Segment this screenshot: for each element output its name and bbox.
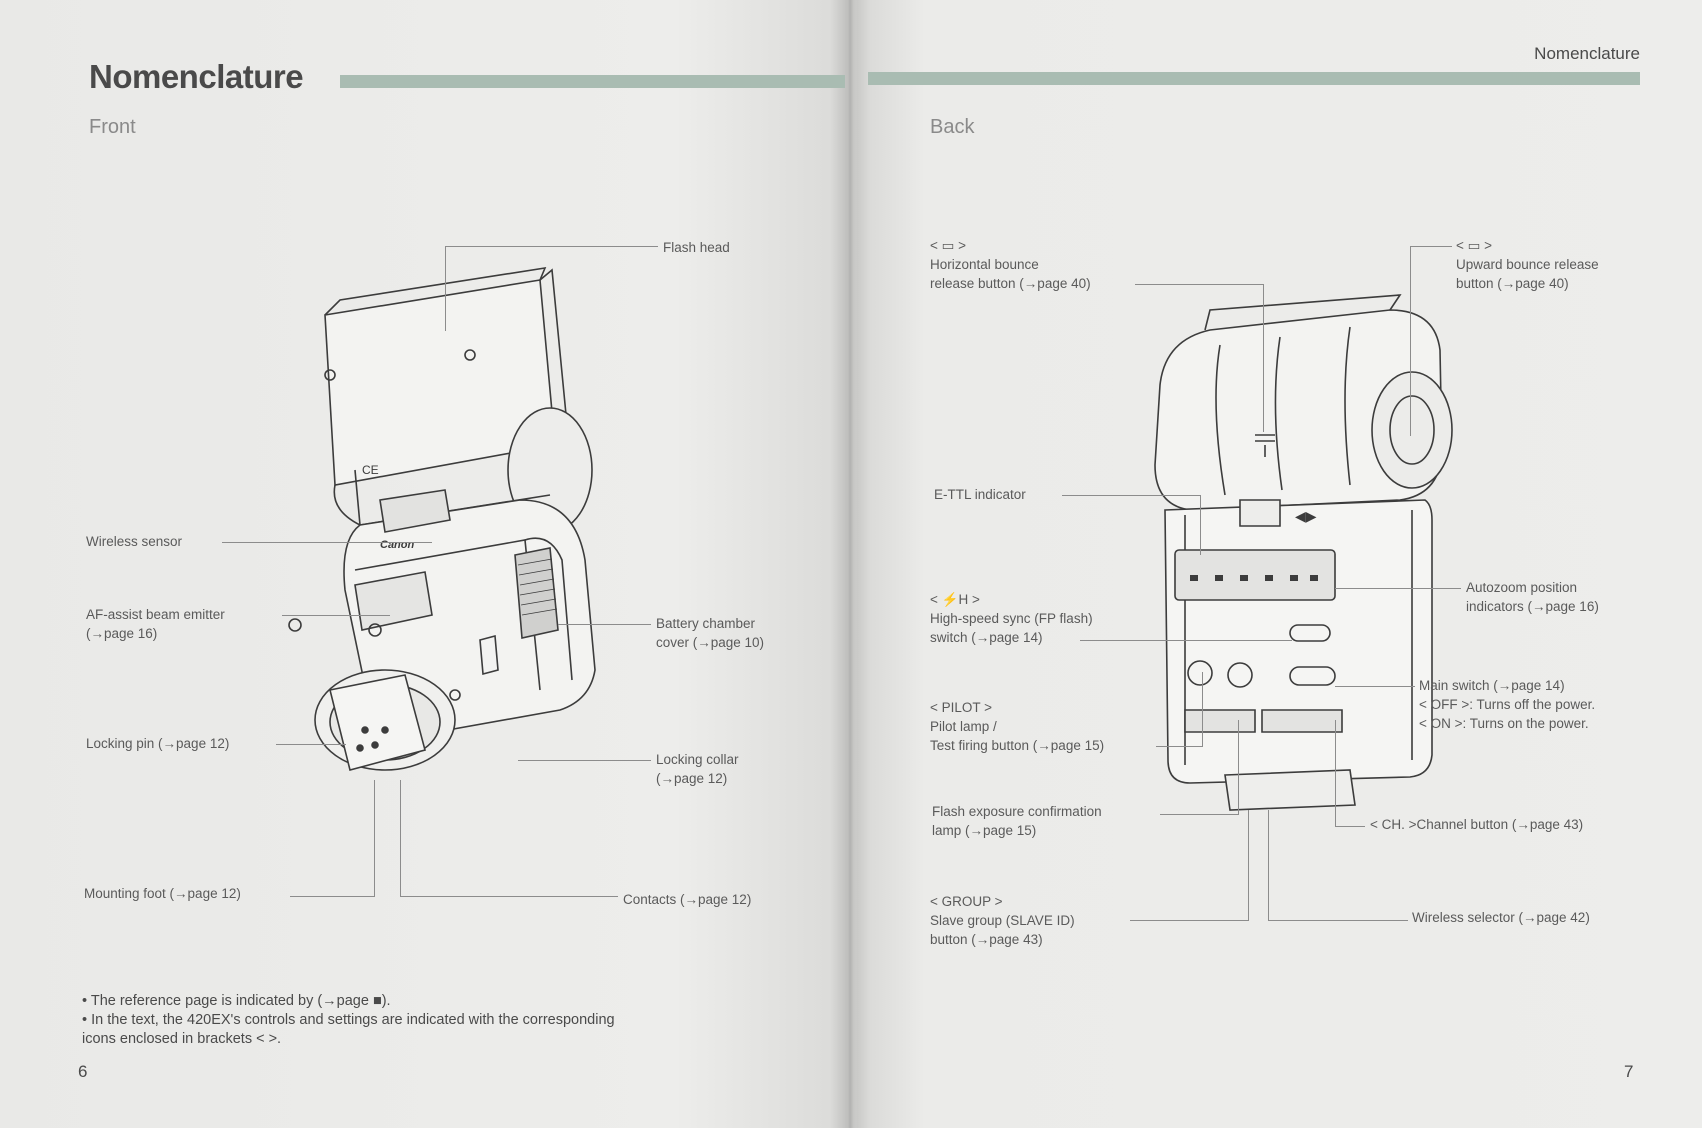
label-pilot-line1: Pilot lamp / [930, 719, 997, 734]
note-line-2: • In the text, the 420EX's controls and … [82, 1012, 615, 1028]
running-head: Nomenclature [1534, 44, 1640, 63]
label-hss-icon: < ⚡H > [930, 592, 980, 607]
label-upward-bounce: < ▭ > Upward bounce release button (→pag… [1456, 236, 1599, 293]
leader-battery-cover [558, 624, 651, 625]
label-ubounce-icon: < ▭ > [1456, 238, 1493, 253]
label-hbounce-line2: release button (→page 40) [930, 276, 1091, 291]
label-locking-collar-line2: (→page 12) [656, 771, 728, 786]
label-hbounce-line1: Horizontal bounce [930, 257, 1039, 272]
svg-text:◀▶: ◀▶ [1295, 508, 1317, 524]
leader-autozoom [1335, 588, 1461, 589]
title-rule-left [340, 75, 845, 88]
note-line-1: • The reference page is indicated by (→p… [82, 993, 391, 1009]
page-number-left: 6 [78, 1062, 88, 1081]
page-number-right: 7 [1624, 1062, 1634, 1081]
label-battery-cover: Battery chamber cover (→page 10) [656, 614, 764, 652]
label-ubounce-line2: button (→page 40) [1456, 276, 1569, 291]
label-hss-line2: switch (→page 14) [930, 630, 1043, 645]
leader-af-assist [282, 615, 390, 616]
label-hss-switch: < ⚡H > High-speed sync (FP flash) switch… [930, 590, 1093, 647]
label-main-line3: < ON >: Turns on the power. [1419, 716, 1589, 731]
leader-main-switch [1335, 686, 1415, 687]
leader-fec-v [1238, 720, 1239, 815]
leader-ettl-h [1062, 495, 1200, 496]
leader-locking-pin [276, 744, 346, 745]
leader-flash-head-h [445, 246, 658, 247]
label-pilot-line2: Test firing button (→page 15) [930, 738, 1105, 753]
section-heading-back: Back [930, 116, 975, 138]
label-group-line1: Slave group (SLAVE ID) [930, 913, 1075, 928]
label-channel-button: < CH. >Channel button (→page 43) [1370, 817, 1584, 832]
leader-mounting-foot-h [290, 896, 374, 897]
label-flash-head: Flash head [663, 240, 730, 255]
label-autozoom-line2: indicators (→page 16) [1466, 599, 1599, 614]
leader-contacts-h [400, 896, 618, 897]
leader-pilot-v [1202, 672, 1203, 747]
label-locking-collar: Locking collar (→page 12) [656, 750, 739, 788]
leader-mounting-foot-v [374, 780, 375, 897]
label-fec-line2: lamp (→page 15) [932, 823, 1037, 838]
leader-fec-h [1160, 814, 1238, 815]
label-af-assist-line2: (→page 16) [86, 626, 158, 641]
label-contacts: Contacts (→page 12) [623, 892, 752, 907]
label-autozoom: Autozoom position indicators (→page 16) [1466, 578, 1599, 616]
section-heading-front: Front [89, 116, 136, 138]
leader-wireless-selector-h [1268, 920, 1408, 921]
leader-channel-h [1335, 826, 1365, 827]
reference-notes: • The reference page is indicated by (→p… [82, 992, 615, 1049]
label-locking-collar-line1: Locking collar [656, 752, 739, 767]
leader-pilot-h [1156, 746, 1202, 747]
label-pilot-icon: < PILOT > [930, 700, 993, 715]
label-hbounce-icon: < ▭ > [930, 238, 967, 253]
leader-flash-head-v [445, 246, 446, 331]
flash-front-illustration: CE Canon [300, 270, 640, 810]
label-wireless-sensor: Wireless sensor [86, 534, 183, 549]
label-main-line2: < OFF >: Turns off the power. [1419, 697, 1596, 712]
label-battery-line2: cover (→page 10) [656, 635, 765, 650]
book-gutter [830, 0, 870, 1128]
leader-hbounce-h [1135, 284, 1263, 285]
page-title: Nomenclature [89, 58, 304, 95]
label-af-assist: AF-assist beam emitter (→page 16) [86, 605, 225, 643]
label-group-button: < GROUP > Slave group (SLAVE ID) button … [930, 892, 1075, 949]
leader-hss [1080, 640, 1292, 641]
label-fec-line1: Flash exposure confirmation [932, 804, 1102, 819]
label-mounting-foot: Mounting foot (→page 12) [84, 886, 241, 901]
flash-back-illustration: ◀▶ [1150, 305, 1450, 810]
label-hss-line1: High-speed sync (FP flash) [930, 611, 1093, 626]
leader-group-h [1130, 920, 1248, 921]
label-horizontal-bounce: < ▭ > Horizontal bounce release button (… [930, 236, 1091, 293]
leader-contacts-v [400, 780, 401, 897]
leader-hbounce-v [1263, 284, 1264, 432]
label-main-switch: Main switch (→page 14) < OFF >: Turns of… [1419, 676, 1595, 733]
label-main-line1: Main switch (→page 14) [1419, 678, 1565, 693]
leader-channel-v [1335, 720, 1336, 827]
leader-wireless-sensor [222, 542, 432, 543]
label-pilot: < PILOT > Pilot lamp / Test firing butto… [930, 698, 1104, 755]
leader-wireless-selector-v [1268, 810, 1269, 921]
label-af-assist-line1: AF-assist beam emitter [86, 607, 225, 622]
leader-locking-collar [518, 760, 651, 761]
label-battery-line1: Battery chamber [656, 616, 756, 631]
label-ubounce-line1: Upward bounce release [1456, 257, 1599, 272]
label-locking-pin: Locking pin (→page 12) [86, 736, 230, 751]
leader-ettl-v [1200, 495, 1201, 555]
title-rule-right [868, 72, 1640, 85]
label-wireless-selector: Wireless selector (→page 42) [1412, 910, 1590, 925]
note-line-3: icons enclosed in brackets < >. [82, 1031, 282, 1047]
label-ettl-indicator: E-TTL indicator [934, 487, 1026, 502]
svg-text:CE: CE [362, 463, 379, 477]
label-flash-confirm: Flash exposure confirmation lamp (→page … [932, 802, 1102, 840]
leader-ubounce-h [1410, 246, 1452, 247]
label-autozoom-line1: Autozoom position [1466, 580, 1578, 595]
svg-text:Canon: Canon [380, 539, 415, 551]
label-group-icon: < GROUP > [930, 894, 1003, 909]
leader-ubounce-v [1410, 246, 1411, 436]
label-group-line2: button (→page 43) [930, 932, 1043, 947]
leader-group-v [1248, 810, 1249, 921]
